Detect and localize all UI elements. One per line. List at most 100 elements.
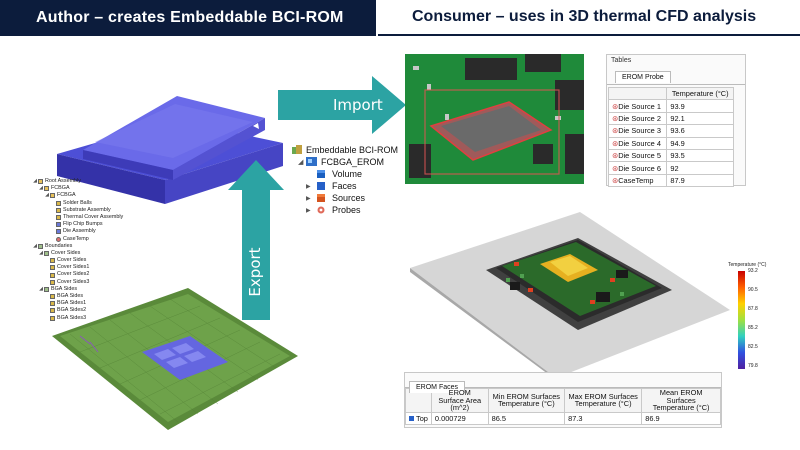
legend-colorbar bbox=[738, 271, 745, 369]
table-row[interactable]: Top 0.000729 86.5 87.3 86.9 bbox=[405, 411, 721, 425]
folder-icon bbox=[44, 286, 49, 292]
legend-tick: 93.2 bbox=[748, 268, 758, 274]
legend-tick: 79.8 bbox=[748, 363, 758, 369]
embeddable-child[interactable]: ◢ FCBGA_EROM bbox=[298, 157, 385, 167]
probe-icon bbox=[56, 236, 61, 242]
face-icon bbox=[50, 315, 55, 321]
tables-panel: Tables EROM Probe Temperature (°C) ⊛Die … bbox=[606, 54, 746, 188]
assembly-icon bbox=[50, 193, 55, 199]
column-header-mean: Mean EROM Surfaces Temperature (°C) bbox=[641, 388, 721, 413]
embeddable-tree: Embeddable BCI-ROM ◢ FCBGA_EROM Volume ▶… bbox=[292, 144, 432, 216]
face-icon bbox=[50, 279, 55, 285]
tree-item[interactable]: ◢FCBGA bbox=[45, 192, 76, 199]
consumer-header: Consumer – uses in 3D thermal CFD analys… bbox=[378, 0, 800, 36]
tree-item[interactable]: ◢Cover Sides bbox=[39, 249, 81, 256]
part-icon bbox=[56, 215, 61, 221]
tree-item-faces[interactable]: ▶ Faces bbox=[306, 181, 357, 191]
tree-item-volume[interactable]: Volume bbox=[292, 168, 432, 180]
face-icon bbox=[50, 272, 55, 278]
assembly-icon bbox=[44, 186, 49, 192]
export-label: Export bbox=[246, 247, 264, 297]
face-icon bbox=[50, 258, 55, 264]
tree-item[interactable]: Flip Chip Bumps bbox=[32, 221, 142, 228]
embeddable-root[interactable]: Embeddable BCI-ROM bbox=[292, 144, 432, 156]
tree-item[interactable]: BGA Sides2 bbox=[32, 307, 142, 314]
tab-erom-probe[interactable]: EROM Probe bbox=[615, 71, 671, 83]
tree-item-sources[interactable]: ▶ Sources bbox=[306, 193, 366, 203]
folder-icon bbox=[38, 243, 43, 249]
part-icon bbox=[56, 207, 61, 213]
tree-item[interactable]: Cover Sides2 bbox=[32, 271, 142, 278]
expand-icon[interactable]: ◢ bbox=[298, 159, 304, 166]
tree-item[interactable]: CaseTemp bbox=[32, 236, 142, 243]
expand-icon[interactable]: ▶ bbox=[306, 207, 311, 214]
author-header: Author – creates Embeddable BCI-ROM bbox=[0, 0, 376, 36]
face-icon bbox=[50, 301, 55, 307]
tree-item[interactable]: BGA Sides1 bbox=[32, 300, 142, 307]
volume-icon bbox=[317, 170, 325, 178]
part-icon bbox=[56, 222, 61, 228]
tree-item[interactable]: Thermal Cover Assembly bbox=[32, 214, 142, 221]
probe-icon: ⊛ bbox=[612, 163, 619, 173]
probe-icon: ⊛ bbox=[612, 151, 619, 161]
probes-icon bbox=[317, 206, 325, 214]
probe-icon: ⊛ bbox=[612, 175, 619, 185]
column-header-max: Max EROM Surfaces Temperature (°C) bbox=[564, 388, 643, 413]
probe-icon: ⊛ bbox=[612, 113, 619, 123]
tree-item[interactable]: Cover Sides3 bbox=[32, 279, 142, 286]
erom-icon bbox=[306, 157, 317, 166]
assembly-tree: ◢Root Assembly ◢FCBGA ◢FCBGA Solder Ball… bbox=[32, 178, 142, 322]
expand-icon[interactable]: ▶ bbox=[306, 183, 311, 190]
legend-tick: 90.5 bbox=[748, 287, 758, 293]
import-label: Import bbox=[333, 96, 383, 114]
tree-item[interactable]: Solder Balls bbox=[32, 200, 142, 207]
legend-title: Temperature (°C) bbox=[728, 262, 767, 268]
tables-title: Tables bbox=[611, 57, 632, 64]
legend-tick: 82.5 bbox=[748, 344, 758, 350]
tree-item[interactable]: BGA Sides3 bbox=[32, 315, 142, 322]
face-icon bbox=[50, 265, 55, 271]
face-icon bbox=[409, 415, 414, 421]
column-header-temperature: Temperature (°C) bbox=[666, 86, 734, 101]
legend-tick: 87.8 bbox=[748, 306, 758, 312]
face-icon bbox=[50, 294, 55, 300]
tree-item[interactable]: ◢BGA Sides bbox=[39, 285, 78, 292]
expand-icon[interactable]: ▶ bbox=[306, 195, 311, 202]
tree-item[interactable]: Cover Sides bbox=[32, 257, 142, 264]
tree-item[interactable]: Die Assembly bbox=[32, 228, 142, 235]
faces-table: EROM Surface Area (m^2) Min EROM Surface… bbox=[405, 388, 721, 425]
tree-item-probes[interactable]: ▶ Probes bbox=[306, 205, 361, 215]
tree-item[interactable]: Cover Sides1 bbox=[32, 264, 142, 271]
tree-item[interactable]: ◢Boundaries bbox=[33, 242, 73, 249]
tree-item[interactable]: BGA Sides bbox=[32, 293, 142, 300]
pcb-render bbox=[405, 54, 584, 184]
part-icon bbox=[56, 200, 61, 206]
folder-icon bbox=[44, 250, 49, 256]
tree-item[interactable]: ◢FCBGA bbox=[39, 185, 70, 192]
column-header-min: Min EROM Surfaces Temperature (°C) bbox=[487, 388, 566, 413]
legend-tick: 85.2 bbox=[748, 325, 758, 331]
assembly-icon bbox=[292, 145, 302, 154]
substrate-model bbox=[52, 288, 298, 430]
cfd-render bbox=[410, 212, 730, 380]
faces-icon bbox=[317, 182, 325, 190]
face-icon bbox=[50, 308, 55, 314]
probe-icon: ⊛ bbox=[612, 126, 619, 136]
part-icon bbox=[56, 229, 61, 235]
tree-item[interactable]: ◢Root Assembly bbox=[33, 178, 81, 185]
probe-icon: ⊛ bbox=[612, 101, 619, 111]
package-lid-model bbox=[57, 96, 283, 204]
tree-item[interactable]: Substrate Assembly bbox=[32, 207, 142, 214]
faces-panel: EROM Faces EROM Surface Area (m^2) Min E… bbox=[404, 372, 722, 428]
probe-icon: ⊛ bbox=[612, 138, 619, 148]
temperature-legend: Temperature (°C) 93.2 90.5 87.8 85.2 82.… bbox=[728, 262, 788, 372]
export-arrow bbox=[228, 160, 284, 320]
